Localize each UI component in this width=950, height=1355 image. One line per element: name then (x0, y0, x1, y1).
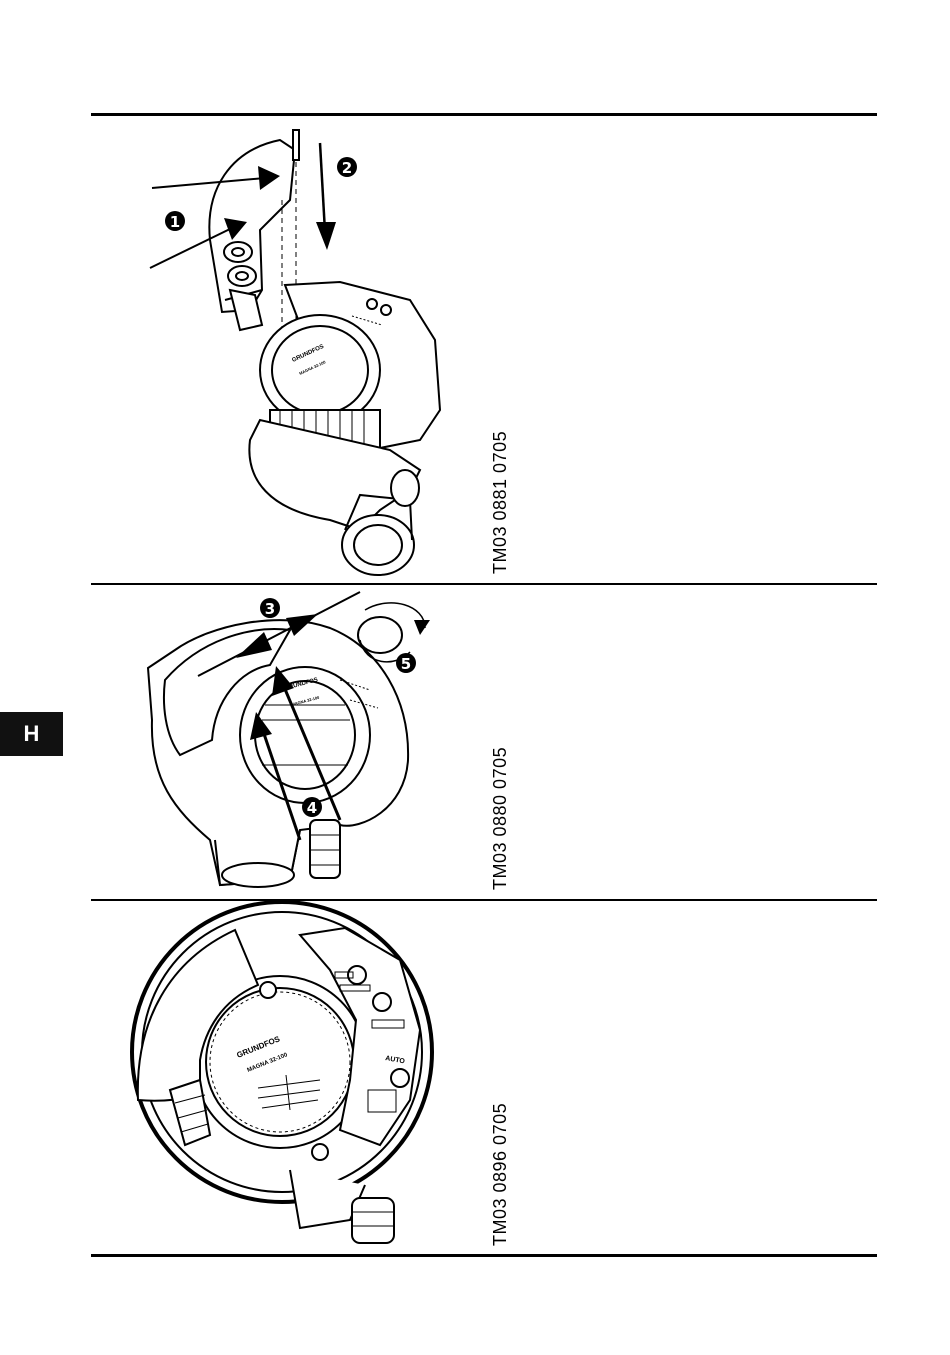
callout-3-number: 3 (265, 600, 275, 618)
callout-2-number: 2 (342, 159, 352, 177)
callout-1-number: 1 (170, 213, 180, 231)
figure-1-callout-1: 1 (165, 211, 185, 231)
callout-4-number: 4 (307, 799, 317, 817)
figure-2-illustration (148, 592, 430, 887)
callout-5-number: 5 (401, 655, 411, 673)
figure-1-illustration (150, 130, 440, 575)
figure-3-illustration (132, 902, 432, 1243)
figure-1-callout-2: 2 (337, 157, 357, 177)
figure-2-callout-3: 3 (260, 598, 280, 618)
figure-2-callout-4: 4 (302, 797, 322, 817)
figure-2-callout-5: 5 (396, 653, 416, 673)
